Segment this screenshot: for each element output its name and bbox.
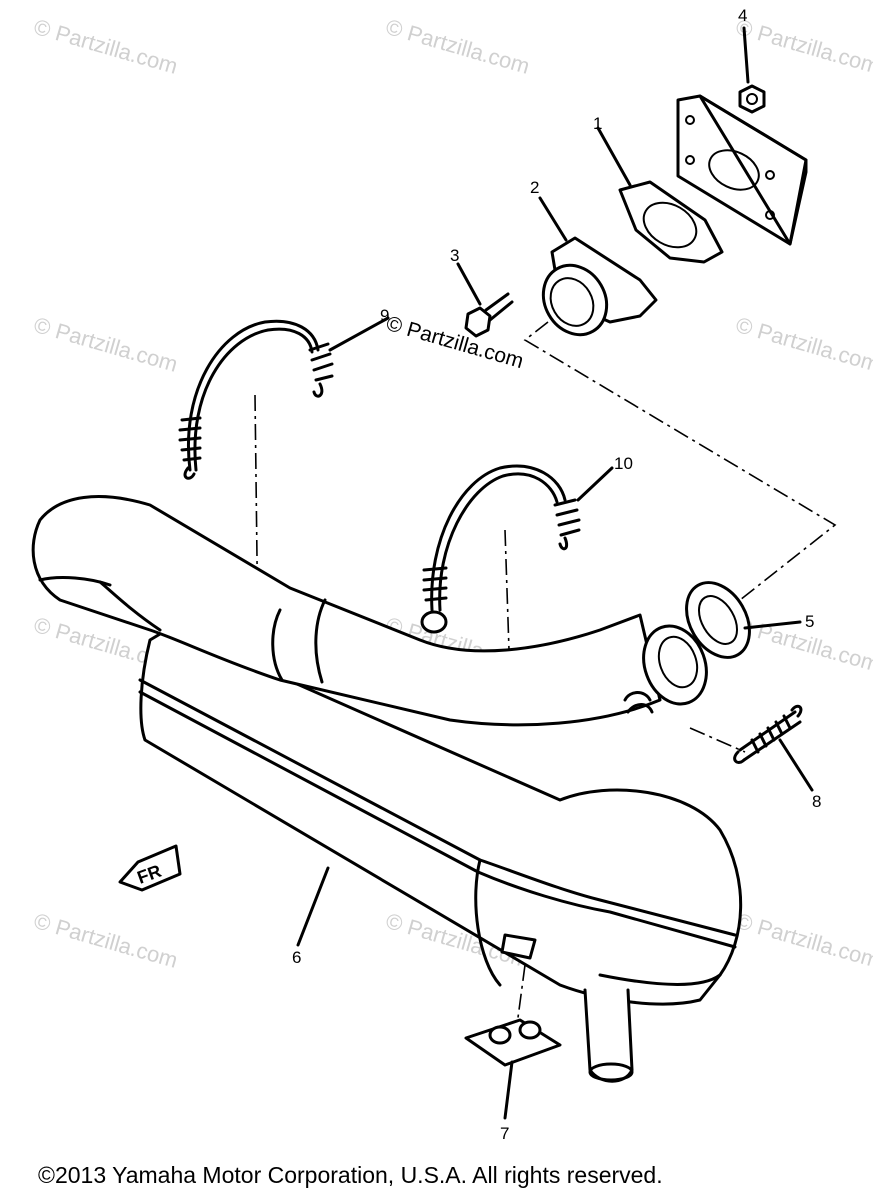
callout-5: 5 — [805, 612, 815, 631]
copyright-notice: ©2013 Yamaha Motor Corporation, U.S.A. A… — [38, 1162, 663, 1188]
muffler-part-6 — [138, 626, 743, 1083]
callout-2: 2 — [530, 178, 540, 197]
expansion-pipe — [31, 495, 708, 727]
gasket-part-5 — [685, 581, 802, 659]
bolt-part-3 — [456, 262, 514, 338]
spring-part-8 — [733, 704, 814, 792]
nut-part-4 — [738, 26, 766, 114]
callout-6: 6 — [292, 948, 302, 967]
bracket-part-7 — [464, 1018, 562, 1120]
spring-part-9 — [178, 316, 390, 480]
gasket-part-1 — [596, 126, 724, 264]
engine-mount-plate — [676, 94, 808, 246]
callout-1: 1 — [593, 114, 603, 133]
callout-3: 3 — [450, 246, 460, 265]
callout-7: 7 — [500, 1124, 510, 1143]
front-direction-icon: FR — [118, 844, 182, 892]
exhaust-flange-part-2 — [538, 196, 658, 337]
spring-part-10 — [420, 464, 614, 634]
callout-10: 10 — [614, 454, 633, 473]
callout-9: 9 — [380, 306, 390, 325]
callout-4: 4 — [738, 6, 748, 25]
callout-8: 8 — [812, 792, 822, 811]
